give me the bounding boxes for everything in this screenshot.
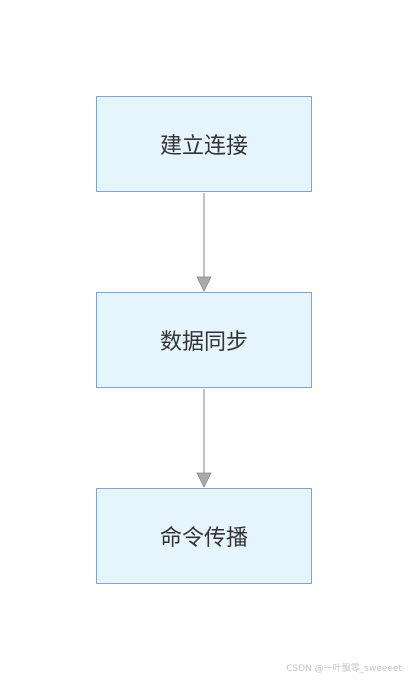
- node-label: 数据同步: [159, 330, 248, 355]
- node-label: 命令传播: [159, 526, 248, 551]
- watermark-text: CSDN @一叶飘零_sweeeet: [286, 664, 402, 674]
- node-data-sync: 数据同步: [96, 292, 312, 388]
- edge-connect-to-sync: [196, 193, 212, 292]
- node-label: 建立连接: [159, 134, 248, 159]
- node-command-propagation: 命令传播: [96, 488, 312, 584]
- node-establish-connection: 建立连接: [96, 96, 312, 192]
- edge-sync-to-propagate: [196, 389, 212, 488]
